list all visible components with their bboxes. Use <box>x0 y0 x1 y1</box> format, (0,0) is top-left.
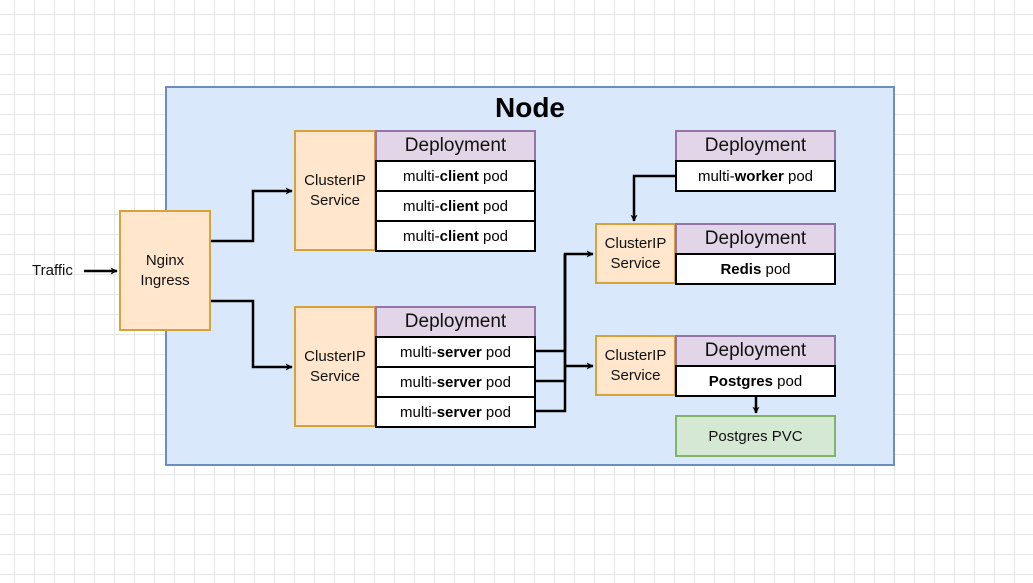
redis-clusterip-service[interactable]: ClusterIP Service <box>595 223 676 284</box>
worker-deployment-header[interactable]: Deployment <box>675 130 836 162</box>
redis-pod[interactable]: Redis pod <box>675 253 836 285</box>
server-pod-1[interactable]: multi-server pod <box>375 336 536 368</box>
server-deployment-header[interactable]: Deployment <box>375 306 536 338</box>
pod-suffix: pod <box>478 197 509 215</box>
pod-prefix: multi- <box>402 197 440 215</box>
server-clusterip-service[interactable]: ClusterIP Service <box>294 306 376 427</box>
pod-name: server <box>436 373 482 391</box>
service-line2: Service <box>309 367 361 385</box>
ingress-line1: Nginx <box>145 251 185 269</box>
service-line1: ClusterIP <box>304 347 366 365</box>
postgres-pod[interactable]: Postgres pod <box>675 365 836 397</box>
pod-prefix: multi- <box>402 227 440 245</box>
service-line2: Service <box>610 366 661 384</box>
pod-name: server <box>436 403 482 421</box>
service-line2: Service <box>309 191 361 209</box>
node-title: Node <box>495 92 565 123</box>
pod-name: worker <box>734 167 784 185</box>
postgres-deployment-header[interactable]: Deployment <box>675 335 836 367</box>
client-pod-2[interactable]: multi-client pod <box>375 190 536 222</box>
service-line1: ClusterIP <box>304 171 366 189</box>
ingress-line2: Ingress <box>140 271 190 289</box>
pod-suffix: pod <box>761 260 791 278</box>
client-pod-1[interactable]: multi-client pod <box>375 160 536 192</box>
client-clusterip-service[interactable]: ClusterIP Service <box>294 130 376 251</box>
postgres-pvc[interactable]: Postgres PVC <box>675 415 836 457</box>
pod-suffix: pod <box>481 403 511 421</box>
pod-prefix: multi- <box>400 343 437 361</box>
client-pod-3[interactable]: multi-client pod <box>375 220 536 252</box>
pod-suffix: pod <box>478 227 509 245</box>
pod-name: client <box>439 227 479 245</box>
pod-name: Postgres <box>708 372 773 390</box>
pod-suffix: pod <box>481 373 511 391</box>
pod-suffix: pod <box>783 167 814 185</box>
pod-prefix: multi- <box>400 403 437 421</box>
pod-prefix: multi- <box>697 167 735 185</box>
pod-name: server <box>436 343 482 361</box>
pod-suffix: pod <box>478 167 509 185</box>
pod-name: client <box>439 197 479 215</box>
redis-deployment-header[interactable]: Deployment <box>675 223 836 255</box>
pod-suffix: pod <box>773 372 803 390</box>
service-line1: ClusterIP <box>604 234 667 252</box>
pod-name: Redis <box>720 260 762 278</box>
service-line2: Service <box>610 254 661 272</box>
worker-pod[interactable]: multi-worker pod <box>675 160 836 192</box>
service-line1: ClusterIP <box>604 346 667 364</box>
postgres-clusterip-service[interactable]: ClusterIP Service <box>595 335 676 396</box>
pod-suffix: pod <box>481 343 511 361</box>
nginx-ingress-box[interactable]: Nginx Ingress <box>119 210 211 331</box>
traffic-label: Traffic <box>32 262 73 279</box>
pod-name: client <box>439 167 479 185</box>
pod-prefix: multi- <box>400 373 437 391</box>
server-pod-3[interactable]: multi-server pod <box>375 396 536 428</box>
server-pod-2[interactable]: multi-server pod <box>375 366 536 398</box>
pod-prefix: multi- <box>402 167 440 185</box>
client-deployment-header[interactable]: Deployment <box>375 130 536 162</box>
